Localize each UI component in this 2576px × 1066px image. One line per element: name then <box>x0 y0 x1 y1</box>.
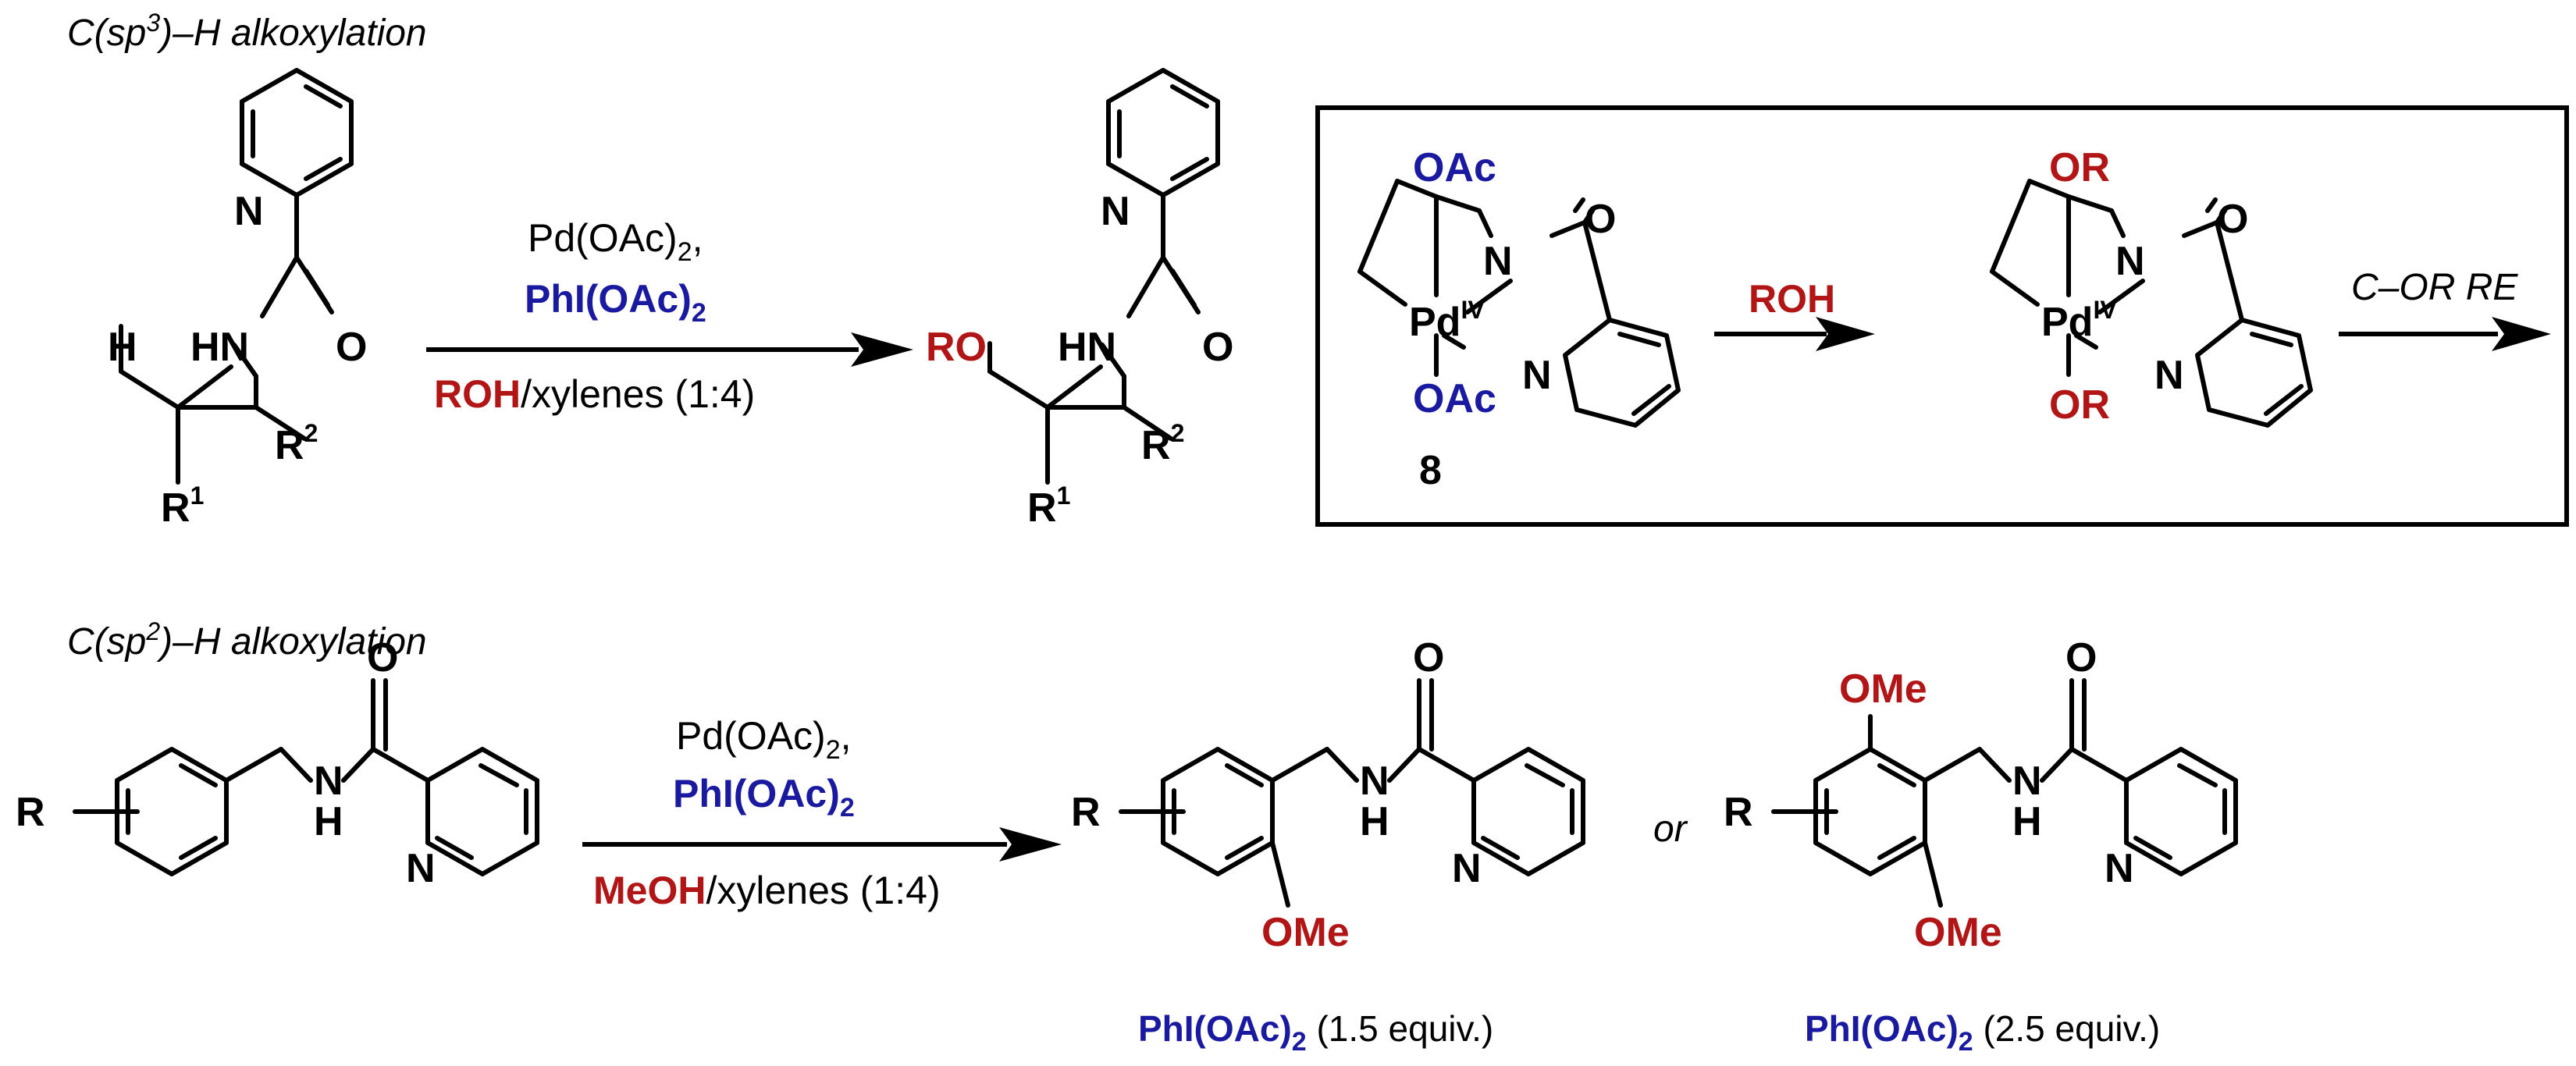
atom-O: O <box>336 325 367 370</box>
atom-N: N <box>1483 239 1513 284</box>
sp2-product-di-methoxy: R N H O N OMe OMe <box>1724 635 2238 955</box>
ligand-OAc-axial-bottom: OAc <box>1413 376 1496 421</box>
atom-N: N <box>1452 846 1482 891</box>
sp3-solvent: ROH/xylenes (1:4) <box>434 372 755 416</box>
mechanism-arrow-reductive-elimination <box>2339 317 2551 351</box>
atom-H: H <box>314 799 343 844</box>
atom-H: H <box>2012 799 2042 844</box>
atom-O: O <box>1585 197 1616 242</box>
atom-O: O <box>2217 197 2248 242</box>
atom-R2: R2 <box>1141 419 1184 468</box>
ligand-OR-axial-top: OR <box>2049 145 2110 190</box>
atom-N: N <box>406 846 436 891</box>
pd-center: PdIV <box>1409 296 1485 345</box>
atom-N: N <box>234 189 264 234</box>
mechanism-step1-label: ROH <box>1749 277 1835 321</box>
atom-H: H <box>108 325 137 370</box>
sp3-reaction-arrow <box>426 332 913 367</box>
atom-HN: HN <box>190 325 249 370</box>
substituent-OMe-bottom: OMe <box>1914 910 2002 955</box>
pd-center: PdIV <box>2041 296 2117 345</box>
atom-RO: RO <box>926 325 987 370</box>
substituent-OMe-top: OMe <box>1839 666 1927 712</box>
atom-O: O <box>1413 635 1444 680</box>
atom-H: H <box>1360 799 1389 844</box>
atom-O: O <box>367 635 398 680</box>
title-sp2-alkoxylation: C(sp2)–H alkoxylation <box>67 617 427 663</box>
atom-O: O <box>2065 635 2097 680</box>
product2-condition: PhI(OAc)2 (2.5 equiv.) <box>1805 1008 2160 1057</box>
pd-complex-alkoxide: OR O N PdIV N OR <box>1990 145 2313 428</box>
product1-condition: PhI(OAc)2 (1.5 equiv.) <box>1138 1008 1493 1057</box>
substituent-OMe: OMe <box>1261 910 1350 955</box>
complex-label-8: 8 <box>1419 448 1442 493</box>
mechanism-arrow-roh <box>1714 317 1875 351</box>
sp2-reagent-phi-oac2: PhI(OAc)2 <box>673 772 855 823</box>
sp2-starting-material: R N H O N <box>16 635 539 891</box>
mechanism-box <box>1315 105 2569 527</box>
sp3-product: N O HN RO R2 R1 <box>926 68 1233 531</box>
pd-complex-8: OAc O N PdIV N OAc 8 <box>1357 145 1681 493</box>
atom-R1: R1 <box>1027 481 1070 531</box>
atom-N: N <box>2115 239 2145 284</box>
atom-HN: HN <box>1058 325 1116 370</box>
atom-N: N <box>314 759 343 804</box>
atom-R: R <box>1724 790 1753 835</box>
sp2-reagent-pd-oac2: Pd(OAc)2, <box>676 714 852 765</box>
atom-N: N <box>1101 189 1130 234</box>
sp2-product-mono-methoxy: R N H O N OMe <box>1071 635 1585 955</box>
ligand-OAc-axial-top: OAc <box>1413 145 1496 190</box>
atom-N: N <box>2012 759 2042 804</box>
sp3-starting-material: N O HN H R2 R1 <box>108 68 367 531</box>
atom-N: N <box>2154 353 2184 398</box>
atom-N: N <box>1522 353 1552 398</box>
mechanism-step2-label: C–OR RE <box>2351 267 2518 308</box>
atom-R: R <box>16 790 45 835</box>
atom-N: N <box>1360 759 1389 804</box>
sp2-solvent: MeOH/xylenes (1:4) <box>593 869 941 912</box>
sp2-reaction-arrow <box>582 827 1062 862</box>
sp3-reagent-pd-oac2: Pd(OAc)2, <box>528 216 703 267</box>
ligand-OR-axial-bottom: OR <box>2049 382 2110 428</box>
atom-R2: R2 <box>275 419 318 468</box>
atom-R1: R1 <box>161 481 204 531</box>
atom-N: N <box>2105 846 2134 891</box>
title-sp3-alkoxylation: C(sp3)–H alkoxylation <box>67 9 427 54</box>
atom-R: R <box>1071 790 1101 835</box>
or-separator: or <box>1653 808 1688 850</box>
sp3-reagent-phi-oac2: PhI(OAc)2 <box>525 277 706 328</box>
atom-O: O <box>1202 325 1233 370</box>
